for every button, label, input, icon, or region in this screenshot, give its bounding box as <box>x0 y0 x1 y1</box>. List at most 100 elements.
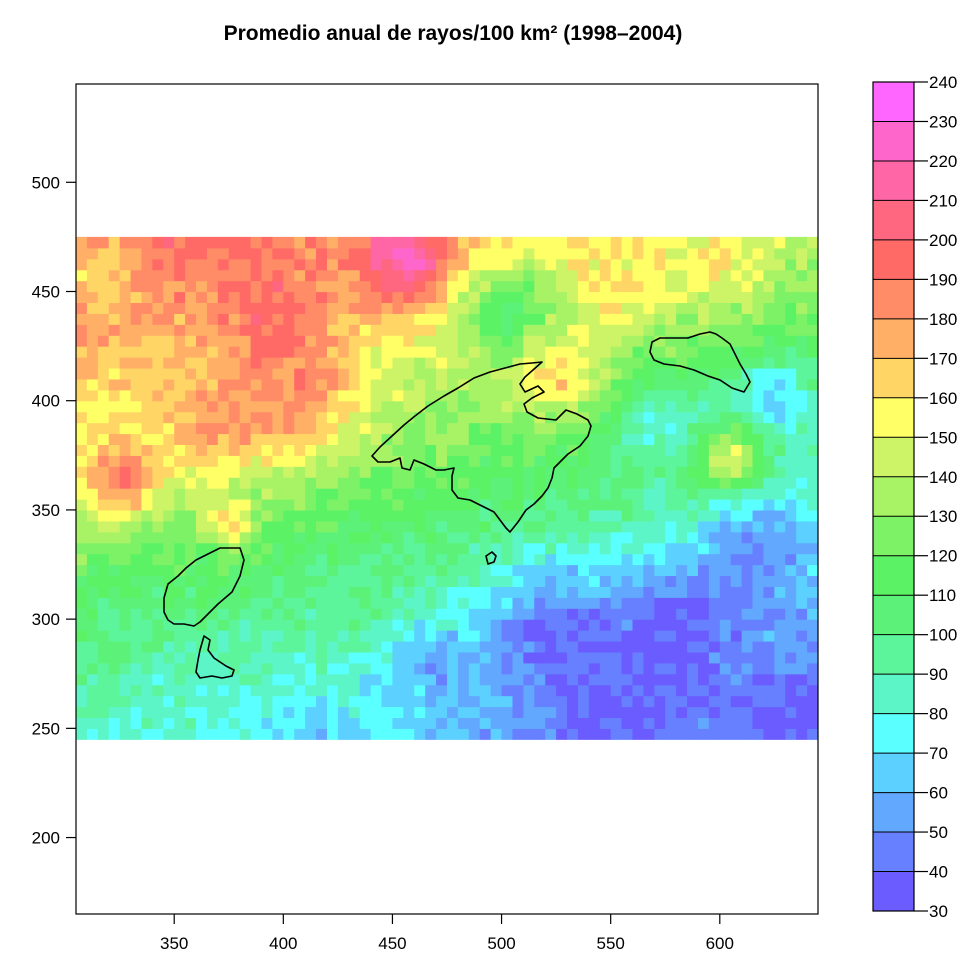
heatmap-cell <box>141 269 153 282</box>
heatmap-cell <box>632 389 645 402</box>
heatmap-cell <box>250 575 263 587</box>
heatmap-cell <box>163 444 175 456</box>
heatmap-cell <box>556 477 568 489</box>
heatmap-cell <box>687 378 699 391</box>
heatmap-cell <box>348 553 361 566</box>
heatmap-cell <box>577 488 590 500</box>
heatmap-cell <box>108 575 121 587</box>
heatmap-cell <box>654 575 666 587</box>
heatmap-cell <box>632 236 645 249</box>
heatmap-cell <box>239 662 252 675</box>
heatmap-cell <box>479 597 492 609</box>
heatmap-cell <box>272 520 284 533</box>
heatmap-cell <box>272 499 284 511</box>
heatmap-cell <box>577 335 590 347</box>
heatmap-cell <box>316 651 328 664</box>
heatmap-cell <box>425 640 437 653</box>
heatmap-cell <box>730 520 743 533</box>
heatmap-cell <box>185 717 197 729</box>
heatmap-cell <box>305 280 317 293</box>
heatmap-cell <box>196 586 208 598</box>
heatmap-cell <box>447 706 459 719</box>
heatmap-cell <box>588 389 601 402</box>
heatmap-cell <box>479 477 492 489</box>
heatmap-cell <box>796 608 808 620</box>
heatmap-cell <box>796 520 808 533</box>
heatmap-cell <box>534 302 546 314</box>
heatmap-cell <box>196 400 208 413</box>
heatmap-cell <box>348 619 361 631</box>
heatmap-cell <box>217 378 230 391</box>
colorbar-label: 80 <box>929 705 948 724</box>
heatmap-cell <box>294 455 306 467</box>
heatmap-cell <box>359 520 372 533</box>
heatmap-cell <box>326 662 339 675</box>
heatmap-cell <box>130 324 143 336</box>
heatmap-cell <box>97 553 110 566</box>
heatmap-cell <box>643 269 655 282</box>
heatmap-cell <box>76 564 88 577</box>
heatmap-cell <box>337 728 350 740</box>
heatmap-cell <box>174 411 186 424</box>
heatmap-cell <box>501 324 514 336</box>
heatmap-cell <box>381 542 394 555</box>
heatmap-cell <box>370 597 383 609</box>
heatmap-cell <box>490 728 503 740</box>
heatmap-cell <box>577 367 590 380</box>
heatmap-cell <box>447 728 459 740</box>
heatmap-cell <box>86 367 99 380</box>
heatmap-cell <box>610 542 623 555</box>
heatmap-cell <box>763 313 775 325</box>
heatmap-cell <box>752 619 765 631</box>
heatmap-cell <box>294 258 306 271</box>
heatmap-cell <box>414 280 426 293</box>
heatmap-cell <box>414 488 426 500</box>
heatmap-cell <box>261 280 274 293</box>
heatmap-cell <box>130 673 143 686</box>
heatmap-cell <box>436 313 448 325</box>
heatmap-cell <box>141 357 153 369</box>
heatmap-cell <box>719 236 732 249</box>
heatmap-cell <box>152 346 164 358</box>
heatmap-cell <box>501 444 514 456</box>
heatmap-cell <box>457 335 470 347</box>
heatmap-cell <box>621 280 634 293</box>
heatmap-cell <box>141 728 153 740</box>
heatmap-cell <box>665 378 677 391</box>
heatmap-cell <box>697 477 710 489</box>
heatmap-cell <box>163 335 175 347</box>
heatmap-cell <box>97 608 110 620</box>
heatmap-cell <box>501 575 514 587</box>
heatmap-cell <box>676 728 688 740</box>
heatmap-cell <box>807 499 818 511</box>
heatmap-cell <box>337 357 350 369</box>
heatmap-cell <box>479 531 492 544</box>
heatmap-cell <box>228 324 241 336</box>
heatmap-cell <box>534 597 546 609</box>
heatmap-cell <box>228 335 241 347</box>
heatmap-cell <box>206 389 219 402</box>
heatmap-cell <box>108 324 121 336</box>
heatmap-cell <box>774 640 786 653</box>
heatmap-cell <box>512 455 524 467</box>
heatmap-cell <box>774 542 786 555</box>
heatmap-cell <box>294 684 306 697</box>
heatmap-cell <box>97 640 110 653</box>
heatmap-cell <box>654 706 666 719</box>
heatmap-cell <box>294 236 306 249</box>
heatmap-cell <box>687 564 699 577</box>
heatmap-cell <box>130 499 143 511</box>
heatmap-cell <box>490 302 503 314</box>
heatmap-cell <box>228 455 241 467</box>
heatmap-cell <box>501 236 514 249</box>
heatmap-cell <box>326 586 339 598</box>
heatmap-cell <box>283 673 295 686</box>
heatmap-cell <box>141 597 153 609</box>
heatmap-cell <box>556 684 568 697</box>
heatmap-cell <box>632 684 645 697</box>
heatmap-cell <box>250 411 263 424</box>
heatmap-cell <box>119 673 132 686</box>
heatmap-cell <box>708 651 721 664</box>
heatmap-cell <box>250 499 263 511</box>
heatmap-cell <box>610 488 623 500</box>
